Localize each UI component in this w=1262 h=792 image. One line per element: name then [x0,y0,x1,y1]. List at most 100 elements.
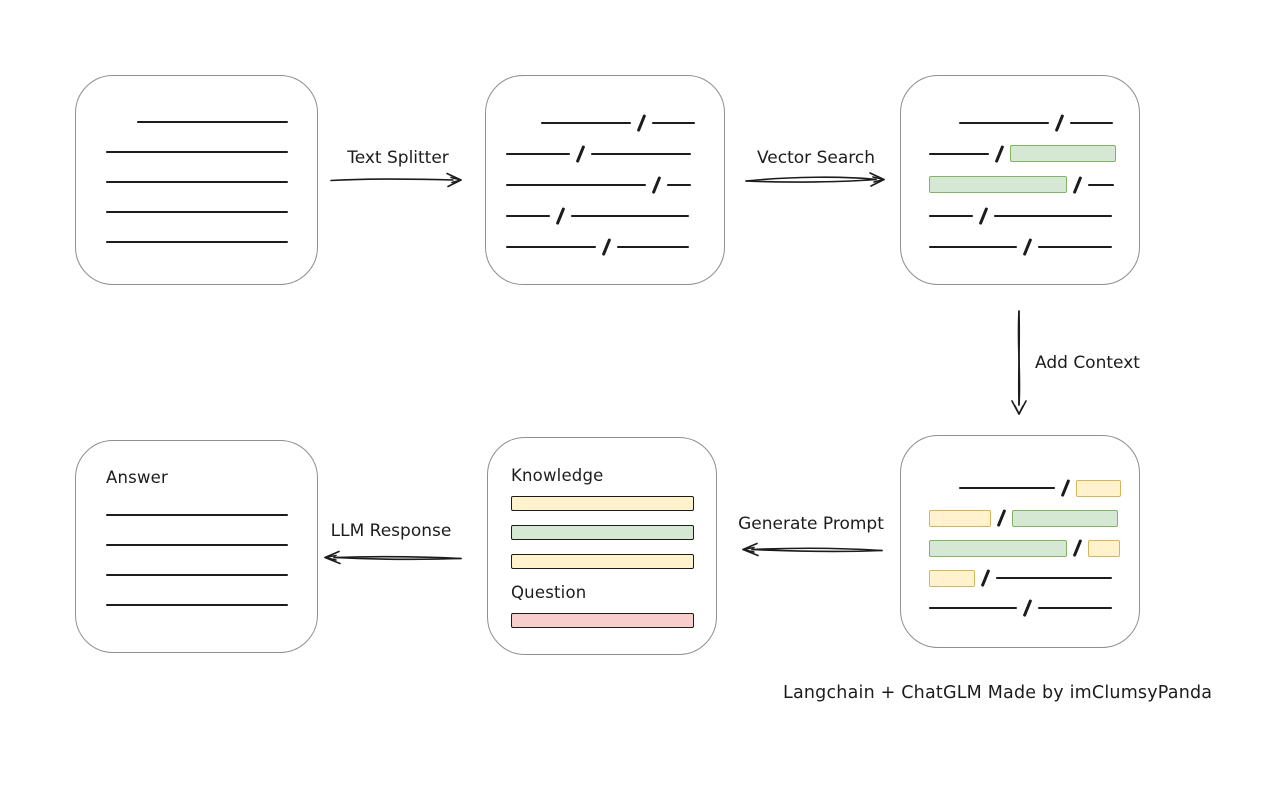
slash-separator [575,144,585,163]
doc-line-row [106,167,317,197]
text-line [506,245,596,248]
slash-separator [1060,479,1070,497]
text-line [506,183,646,186]
doc-line-row [106,107,317,137]
text-line [1087,183,1114,186]
vector-search-arrow [745,172,885,187]
green-highlight-chunk [929,539,1067,557]
text-line [995,577,1112,579]
doc-line-row [929,473,1139,503]
text-line [106,211,288,213]
text-line [106,544,288,546]
llm-response-arrow [324,550,462,565]
document-lines [106,107,317,257]
yellow-highlight-chunk [929,569,975,587]
text-line [929,245,1017,248]
arrow-head-inner [742,546,755,553]
text-line [506,214,550,217]
arrow-shaft-2 [751,548,883,553]
matched-chunk-lines [929,107,1139,262]
generate-prompt-arrow [742,542,883,557]
red-bar [511,613,694,628]
add-context-arrow [1011,310,1027,415]
doc-line-row [506,107,724,138]
text-line [1069,121,1113,124]
green-highlight-chunk [1009,145,1116,162]
doc-line-row [506,231,724,262]
answer-label: Answer [106,468,168,487]
question-label: Question [511,583,587,602]
credit-caption: Langchain + ChatGLM Made by imClumsyPand… [783,683,1213,703]
text-splitter-arrow [330,172,462,188]
context-chunks-node [900,435,1140,648]
yellow-bar [511,554,694,569]
arrow-head-inner [324,554,337,561]
doc-line-row [506,200,724,231]
slash-separator [636,113,646,132]
text-line [929,214,973,217]
text-line [651,121,695,124]
vector-search-label: Vector Search [757,148,875,168]
arrow-shaft-2 [333,556,462,561]
prompt-node: Knowledge Question [487,437,717,655]
text-line [959,121,1049,124]
green-bar [511,525,694,540]
arrow-head-inner [450,176,462,184]
arrow-head-inner [1014,405,1024,415]
slash-separator [996,509,1006,527]
yellow-highlight-chunk [1075,479,1121,497]
doc-line-row [506,138,724,169]
text-line [590,152,691,155]
knowledge-bars [511,496,716,569]
text-line [1037,245,1112,248]
text-line [106,181,288,183]
doc-line-row [106,560,317,590]
yellow-highlight-chunk [1087,539,1120,557]
arrow-shaft-2 [1017,310,1021,406]
doc-line-row [106,500,317,530]
answer-node: Answer [75,440,318,653]
split-chunks-node [485,75,725,285]
add-context-label: Add Context [1035,353,1140,373]
arrow-head-inner [872,176,885,183]
doc-line-row [106,227,317,257]
llm-response-label: LLM Response [330,521,452,541]
slash-separator [978,206,988,225]
doc-line-row [929,200,1139,231]
slash-separator [1072,539,1082,557]
vector-matched-node [900,75,1140,285]
text-line [137,121,288,123]
slash-separator [980,569,990,587]
slash-separator [994,144,1004,163]
text-line [106,241,288,243]
doc-line-row [929,169,1139,200]
text-line [959,487,1055,489]
doc-line-row [506,169,724,200]
text-line [106,574,288,576]
slash-separator [1022,237,1032,256]
chunk-lines [506,107,724,262]
source-document-node [75,75,318,285]
arrow-shaft [751,547,883,552]
knowledge-label: Knowledge [511,466,604,485]
green-highlight-chunk [1011,509,1118,527]
text-line [1037,607,1112,609]
doc-line-row [106,530,317,560]
arrow-shaft [330,178,454,182]
yellow-bar [511,496,694,511]
text-line [541,121,631,124]
slash-separator [1022,599,1032,617]
doc-line-row [929,563,1139,593]
text-line [993,214,1112,217]
text-line [570,214,689,217]
slash-separator [1054,113,1064,132]
slash-separator [651,175,661,194]
doc-line-row [929,107,1139,138]
text-line [506,152,570,155]
answer-lines [106,500,317,620]
text-line [929,607,1017,609]
slash-separator [601,237,611,256]
question-bars [511,613,716,628]
text-line [616,245,689,248]
